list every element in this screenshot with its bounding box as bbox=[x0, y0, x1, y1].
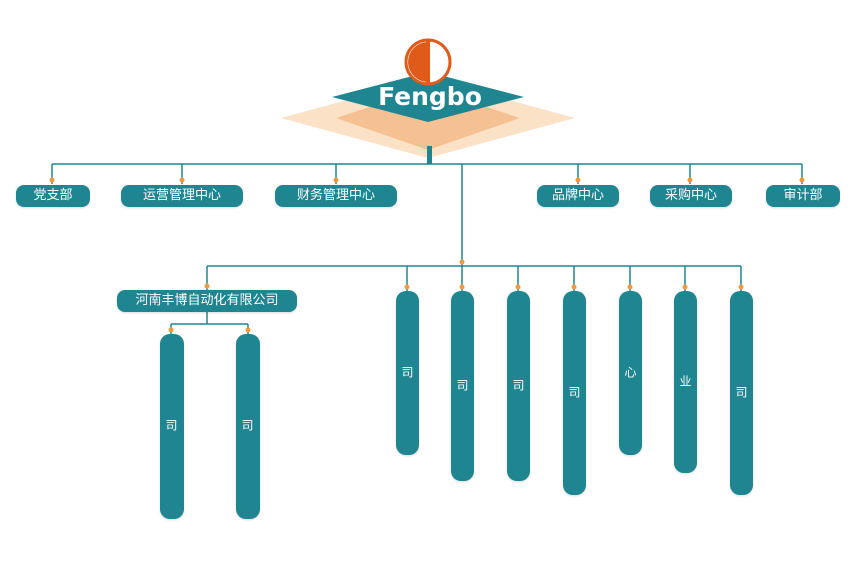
dept-purchasing-center: 采购中心 bbox=[650, 185, 732, 207]
subsidiary-henan-fengbo-smart-water: 河南丰博智能水联网有限公司 bbox=[730, 291, 769, 495]
subsidiary-fengbo-consulting: 丰博企业管理咨询中心 bbox=[619, 291, 658, 455]
dept-brand-center: 品牌中心 bbox=[537, 185, 619, 207]
subsidiary-henan-fengbo-tianrui: 河南丰博天瑞水泥有限公司 bbox=[451, 291, 490, 481]
dept-audit: 审计部 bbox=[766, 185, 840, 207]
subsidiary-henan-cement-express: 河南水泥快车物流有限公司 bbox=[507, 291, 546, 481]
logo-main-diamond bbox=[332, 72, 524, 122]
subsidiary-shenzhen-yingdale: 深圳英达乐网络科技有限公司 bbox=[563, 291, 602, 495]
dept-party-branch: 党支部 bbox=[16, 185, 90, 207]
sub-subsidiary-zhengzhou-bojing: 郑州博精机械设备有限公司 bbox=[160, 334, 199, 519]
logo-text: Fengbo bbox=[378, 82, 482, 111]
subsidiary-henan-qiman: 河南耆曼实业有限公司 bbox=[396, 291, 435, 455]
subsidiary-automation-company: 河南丰博自动化有限公司 bbox=[117, 290, 297, 312]
logo-half-icon bbox=[408, 42, 428, 82]
sub-subsidiary-henan-fengbo-machinery: 河南丰博机器设备有限公司 bbox=[236, 334, 275, 519]
dept-finance-center: 财务管理中心 bbox=[275, 185, 397, 207]
dept-operations-center: 运营管理中心 bbox=[121, 185, 243, 207]
subsidiary-shenzhen-fengbo-investment: 深圳丰博首创投资合伙企业 bbox=[674, 291, 713, 473]
